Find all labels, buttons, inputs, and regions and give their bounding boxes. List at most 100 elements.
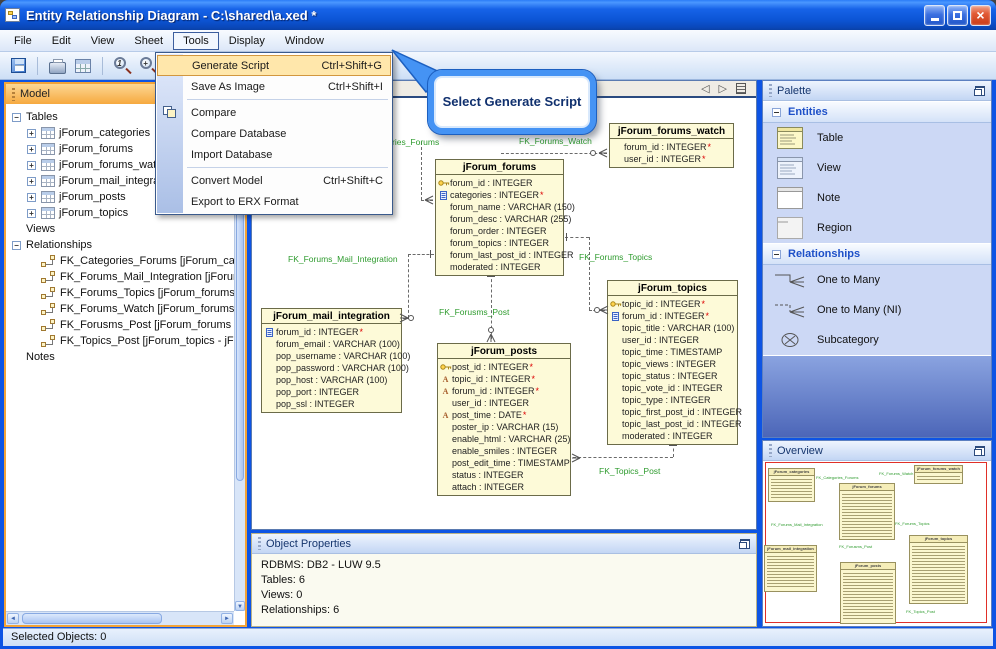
tree-item-notes[interactable]: Notes [6, 349, 245, 365]
collapse-icon[interactable] [772, 249, 781, 259]
menu-item-window[interactable]: Window [284, 34, 324, 47]
undock-icon[interactable] [974, 445, 985, 456]
grid-button[interactable] [71, 54, 95, 78]
tree-item-fk-forums-watch-jforum-forums-jforum-forums-watc[interactable]: FK_Forums_Watch [jForum_forums - jForum_… [6, 301, 245, 317]
expand-icon[interactable]: + [27, 144, 36, 154]
object-properties-header[interactable]: Object Properties [252, 534, 756, 554]
maximize-button[interactable] [947, 4, 968, 26]
palette-item-view[interactable]: View [763, 153, 991, 183]
tree-item-jforum-categories[interactable]: + jForum_categories [6, 125, 245, 141]
overview-table-title: jForum_topics [910, 536, 967, 543]
menu-item-edit[interactable]: Edit [51, 34, 71, 47]
tree-item-fk-topics-post-jforum-topics-jforum-posts[interactable]: FK_Topics_Post [jForum_topics - jForum_p… [6, 333, 245, 349]
erd-field-topic-last-post-id: topic_last_post_id : INTEGER [609, 418, 742, 430]
scrollbar-thumb[interactable] [22, 613, 162, 624]
scroll-right-icon[interactable]: ► [221, 613, 233, 624]
overview-header[interactable]: Overview [763, 441, 991, 461]
erd-field-text: forum_id : INTEGER [452, 386, 535, 396]
tree-item-label: jForum_categories [59, 127, 151, 139]
tree-horizontal-scrollbar[interactable]: ◄ ► [6, 611, 234, 625]
next-sheet-icon[interactable]: ▷ [718, 83, 727, 95]
menu-item-import-database[interactable]: Import Database [157, 144, 391, 165]
erd-field-text: forum_desc : VARCHAR (255) [450, 214, 572, 224]
tree-item-jforum-posts[interactable]: +jForum_posts [6, 189, 245, 205]
tree-item-views[interactable]: Views [6, 221, 245, 237]
palette-item-one-to-many[interactable]: One to Many [763, 265, 991, 295]
expand-icon[interactable]: + [27, 128, 36, 138]
undock-icon[interactable] [974, 85, 985, 96]
zoom-actual-icon: 1 [113, 56, 132, 75]
print-button[interactable] [45, 54, 69, 78]
palette-item-subcategory[interactable]: Subcategory [763, 325, 991, 355]
expand-icon[interactable]: + [27, 160, 36, 170]
palette-item-table[interactable]: Table [763, 123, 991, 153]
expand-icon[interactable]: + [27, 176, 36, 186]
menu-shortcut: Ctrl+Shift+G [321, 59, 382, 72]
palette-header[interactable]: Palette [763, 81, 991, 101]
collapse-icon[interactable] [772, 107, 781, 117]
palette-item-label: Subcategory [817, 334, 879, 346]
undock-icon[interactable] [739, 538, 750, 549]
tree-item-jforum-forums[interactable]: +jForum_forums [6, 141, 245, 157]
required-marker: * [540, 190, 544, 200]
prev-sheet-icon[interactable]: ◁ [701, 83, 710, 95]
erd-field-forum-order: forum_order : INTEGER [437, 225, 560, 237]
relationship-label-fk-categories-forums: FK_Categories_Forums [349, 137, 440, 147]
property-line-rdbms: RDBMS: DB2 - LUW 9.5 [261, 559, 381, 571]
palette-item-region[interactable]: Region [763, 213, 991, 243]
circle-marker [488, 327, 494, 333]
tree-item-fk-forusms-post-jforum-forums-jforum-posts[interactable]: FK_Forusms_Post [jForum_forums - jForum_… [6, 317, 245, 333]
menu-item-compare[interactable]: Compare [157, 102, 391, 123]
scroll-left-icon[interactable]: ◄ [7, 613, 19, 624]
tree-item-fk-forums-mail-integration-jforum-forums-jforum-[interactable]: FK_Forums_Mail_Integration [jForum_forum… [6, 269, 245, 285]
collapse-icon[interactable]: − [12, 240, 21, 250]
tree-item-tables[interactable]: −Tables [6, 109, 245, 125]
expand-icon[interactable]: + [27, 192, 36, 202]
expand-icon[interactable]: + [27, 208, 36, 218]
menu-item-sheet[interactable]: Sheet [134, 34, 164, 47]
close-button[interactable]: × [970, 4, 991, 26]
menu-item-export-to-erx-format[interactable]: Export to ERX Format [157, 191, 391, 212]
tree-item-relationships[interactable]: −Relationships [6, 237, 245, 253]
menu-item-tools[interactable]: Tools [173, 31, 219, 50]
save-button[interactable] [6, 54, 30, 78]
erd-field-topic-type: topic_type : INTEGER [609, 394, 734, 406]
primary-key-icon [437, 179, 450, 187]
menu-item-file[interactable]: File [14, 34, 32, 47]
object-properties-title: Object Properties [266, 537, 351, 550]
palette-item-one-to-many-ni[interactable]: One to Many (NI) [763, 295, 991, 325]
zoom-actual-button[interactable]: 1 [110, 54, 134, 78]
palette-item-note[interactable]: Note [763, 183, 991, 213]
erd-field-topic-time: topic_time : TIMESTAMP [609, 346, 734, 358]
tree-item-label: FK_Forusms_Post [jForum_forums - jForum_… [60, 319, 245, 331]
minimize-button[interactable] [924, 4, 945, 26]
sheet-list-icon[interactable] [736, 83, 746, 94]
tree-item-jforum-topics[interactable]: +jForum_topics [6, 205, 245, 221]
tree-item-jforum-forums-watch[interactable]: +jForum_forums_watch [6, 157, 245, 173]
menu-item-view[interactable]: View [90, 34, 115, 47]
tree-item-fk-forums-topics-jforum-forums-jforum-topics[interactable]: FK_Forums_Topics [jForum_forums - jForum… [6, 285, 245, 301]
scroll-down-icon[interactable]: ▼ [235, 601, 245, 611]
tree-item-fk-categories-forums-jforum-categories-jforum-fo[interactable]: FK_Categories_Forums [jForum_categories … [6, 253, 245, 269]
palette-section-entities[interactable]: Entities [763, 101, 991, 123]
erd-field-text: user_id : INTEGER [622, 335, 700, 345]
zoom-in-button[interactable]: + [136, 54, 160, 78]
index-icon: A [442, 374, 449, 384]
menu-item-compare-database[interactable]: Compare Database [157, 123, 391, 144]
tree-item-jforum-mail-integration[interactable]: +jForum_mail_integration [6, 173, 245, 189]
collapse-icon[interactable]: − [12, 112, 21, 122]
erd-field-text: enable_html : VARCHAR (25) [452, 434, 571, 444]
menu-item-display[interactable]: Display [228, 34, 265, 47]
erd-field-text: forum_last_post_id : INTEGER [450, 250, 574, 260]
palette-section-relationships[interactable]: Relationships [763, 243, 991, 265]
